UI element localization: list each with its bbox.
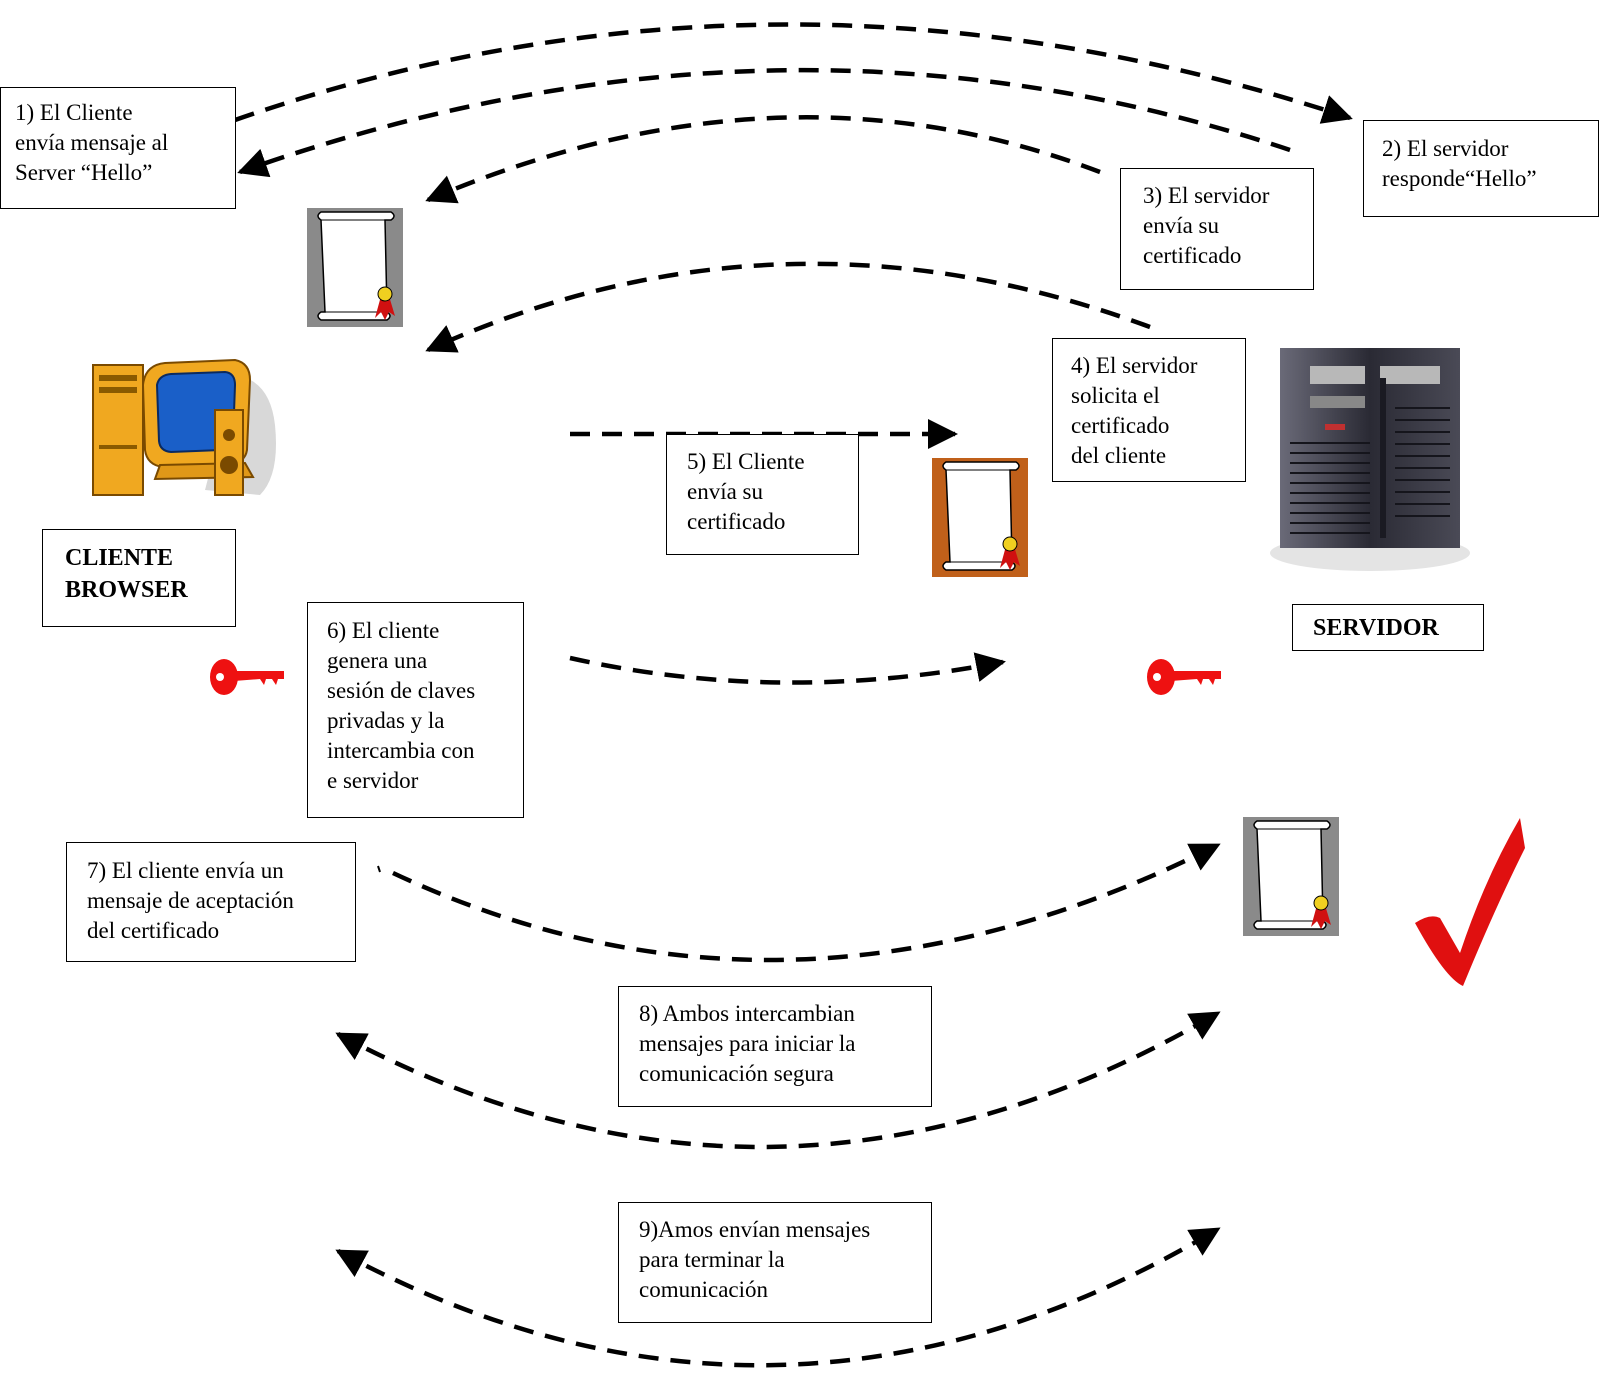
arrow-8-exchange [335,1011,1221,1150]
certificate-scroll-icon [1243,817,1339,936]
step-2-text: 2) El servidor responde“Hello” [1382,136,1537,191]
step-1-text: 1) El Cliente envía mensaje al Server “H… [15,100,169,185]
step-8-box: 8) Ambos intercambian mensajes para inic… [618,986,932,1107]
step-4-box: 4) El servidor solicita el certificado d… [1052,338,1246,482]
step-1-box: 1) El Cliente envía mensaje al Server “H… [0,87,236,209]
step-3-box: 3) El servidor envía su certificado [1120,168,1314,290]
server-tower-icon [1270,348,1470,571]
key-icon [1147,659,1221,695]
key-icon [210,659,284,695]
arrow-7-tail-mark [377,865,381,873]
step-9-box: 9)Amos envían mensajes para terminar la … [618,1202,932,1323]
step-4-text: 4) El servidor solicita el certificado d… [1071,353,1198,468]
arrow-2-server-hello [237,67,1291,178]
step-6-box: 6) El cliente genera una sesión de clave… [307,602,524,818]
step-7-box: 7) El cliente envía un mensaje de acepta… [66,842,356,962]
arrow-1-client-hello [234,22,1353,124]
client-label-box: CLIENTE BROWSER [42,529,236,627]
step-6-text: 6) El cliente genera una sesión de clave… [327,618,476,793]
checkmark-icon [1415,818,1525,986]
step-7-text: 7) El cliente envía un mensaje de acepta… [87,858,294,943]
arrow-7-acceptance [392,842,1221,963]
arrow-9-finish [335,1227,1221,1368]
step-2-box: 2) El servidor responde“Hello” [1363,120,1599,217]
step-3-text: 3) El servidor envía su certificado [1143,183,1270,268]
step-5-text: 5) El Cliente envía su certificado [687,449,805,534]
step-5-box: 5) El Cliente envía su certificado [666,434,859,555]
certificate-scroll-icon [932,458,1028,577]
server-label-box: SERVIDOR [1292,604,1484,651]
desktop-computer-icon [92,358,276,496]
step-9-text: 9)Amos envían mensajes para terminar la … [639,1217,871,1302]
arrow-4-request-cert [425,261,1151,353]
certificate-scroll-icon [307,208,403,327]
arrow-3-server-cert [425,115,1101,204]
step-8-text: 8) Ambos intercambian mensajes para inic… [639,1001,856,1086]
arrow-6-session-keys [569,652,1006,685]
server-label: SERVIDOR [1313,615,1439,641]
client-label: CLIENTE BROWSER [65,545,188,603]
